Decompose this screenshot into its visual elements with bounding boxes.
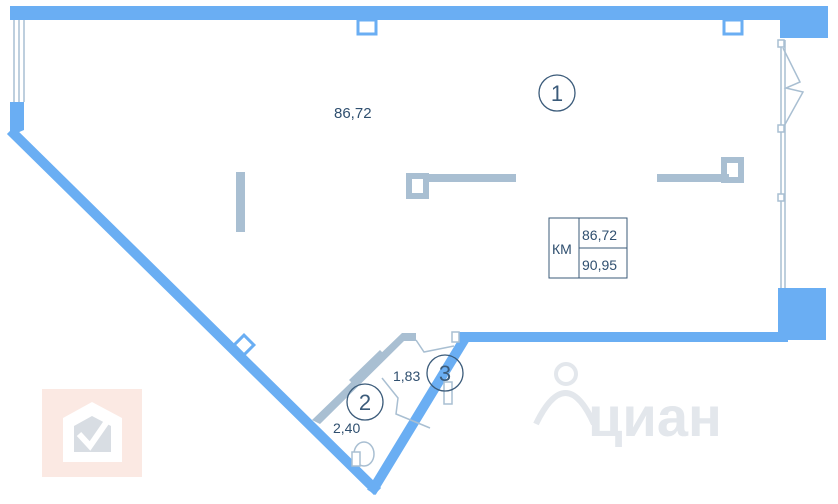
diagonal-walls (6, 126, 471, 496)
summary-total-area: 90,95 (582, 257, 617, 273)
room-number-3: 3 (439, 361, 451, 386)
watermark-logo (42, 389, 142, 477)
watermark-brand: циан (533, 362, 722, 448)
room-1-area: 86,72 (334, 105, 372, 122)
room-marker-3: 3 (426, 354, 464, 392)
watermark-text: циан (588, 385, 722, 448)
bathroom-details (351, 331, 460, 467)
summary-prefix: КМ (552, 241, 572, 257)
room-number-2: 2 (359, 390, 371, 415)
room-marker-1: 1 (538, 74, 576, 112)
area-summary-box: КМ 86,72 90,95 (548, 217, 628, 279)
outer-walls (10, 6, 828, 342)
room-number-1: 1 (551, 81, 563, 106)
room-3-area: 1,83 (393, 368, 420, 384)
door-swing (777, 39, 805, 202)
wall-columns (231, 18, 744, 358)
room-2-area: 2,40 (333, 420, 360, 436)
room-marker-2: 2 (346, 383, 384, 421)
summary-living-area: 86,72 (582, 227, 617, 243)
interior-walls (236, 157, 744, 424)
window-lines (13, 20, 786, 288)
